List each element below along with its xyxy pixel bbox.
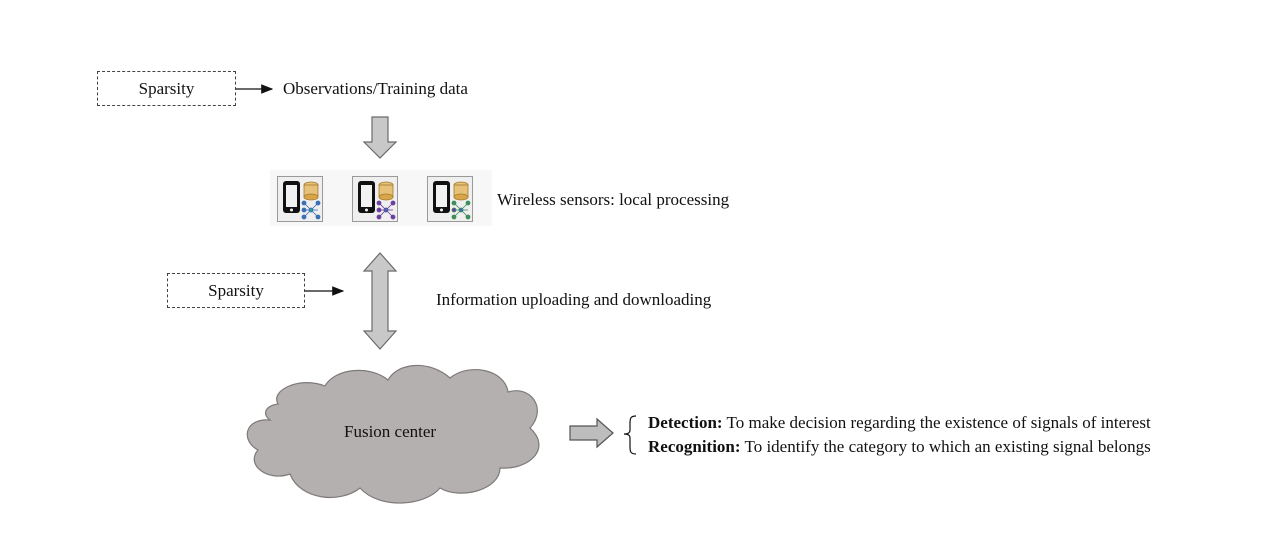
detection-item: Detection: To make decision regarding th… xyxy=(648,413,1151,433)
sensor-2 xyxy=(352,176,398,222)
neural-network-icon xyxy=(451,200,471,220)
top-sparsity-label: Sparsity xyxy=(138,78,195,98)
neural-network-icon xyxy=(301,200,321,220)
database-icon xyxy=(303,181,319,201)
smartphone-icon xyxy=(433,181,450,213)
sensor-3 xyxy=(427,176,473,222)
detection-term: Detection: xyxy=(648,413,723,432)
recognition-desc: To identify the category to which an exi… xyxy=(744,437,1151,456)
fusion-center-label: Fusion center xyxy=(344,422,437,441)
database-icon xyxy=(378,181,394,201)
upload-download-double-arrow xyxy=(362,252,398,350)
smartphone-icon xyxy=(283,181,300,213)
fusion-center-cloud xyxy=(246,364,540,504)
middle-sparsity-label: Sparsity xyxy=(208,280,264,300)
sensor-1 xyxy=(277,176,323,222)
detection-desc: To make decision regarding the existence… xyxy=(726,413,1151,432)
database-icon xyxy=(453,181,469,201)
smartphone-icon xyxy=(358,181,375,213)
observations-label: Observations/Training data xyxy=(283,79,468,98)
middle-sparsity-box: Sparsity xyxy=(167,273,305,308)
recognition-item: Recognition: To identify the category to… xyxy=(648,437,1151,457)
link-label: Information uploading and downloading xyxy=(436,290,712,309)
top-sparsity-box: Sparsity xyxy=(97,71,236,106)
fusion-to-outputs-arrow xyxy=(569,417,614,449)
observations-to-sensors-arrow xyxy=(362,116,398,159)
neural-network-icon xyxy=(376,200,396,220)
outputs-brace xyxy=(623,415,637,455)
sensors-label: Wireless sensors: local processing xyxy=(497,190,730,209)
recognition-term: Recognition: xyxy=(648,437,741,456)
